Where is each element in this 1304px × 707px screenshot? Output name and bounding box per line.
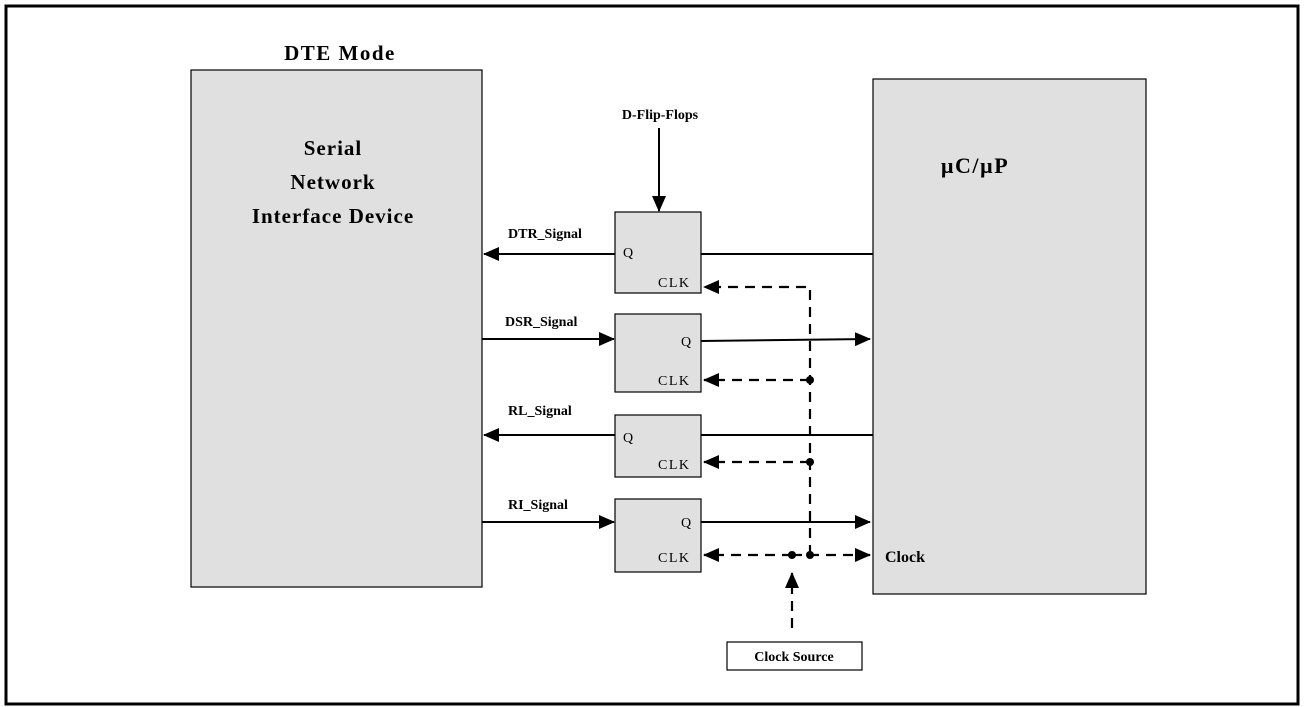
ff-ri-q: Q bbox=[681, 516, 691, 531]
diagram-title: DTE Mode bbox=[284, 41, 396, 65]
device-right-label: µC/µP bbox=[941, 153, 1009, 178]
rl-signal-label: RL_Signal bbox=[508, 404, 572, 419]
flip-flops-label: D-Flip-Flops bbox=[622, 108, 699, 123]
dsr-arrow-to-mcu bbox=[700, 332, 871, 347]
clock-label: Clock bbox=[885, 549, 925, 566]
clock-source-box bbox=[726, 641, 863, 671]
flip-flop-ri: Q CLK bbox=[614, 498, 702, 573]
dtr-signal-label: DTR_Signal bbox=[508, 227, 582, 242]
ri-signal-label: RI_Signal bbox=[508, 498, 568, 513]
ff-dtr-q: Q bbox=[623, 246, 633, 261]
outer-frame bbox=[4, 4, 1300, 706]
clock-source-label: Clock Source bbox=[754, 650, 833, 665]
device-left-line2: Network bbox=[290, 170, 375, 194]
ff-dtr-clk: CLK bbox=[658, 276, 691, 291]
ff-rl-q: Q bbox=[623, 431, 633, 446]
device-left-line3: Interface Device bbox=[252, 204, 414, 228]
ff-ri-clk: CLK bbox=[658, 551, 691, 566]
junction-dot bbox=[806, 376, 814, 384]
serial-network-device-block bbox=[190, 69, 483, 588]
ff-dsr-q: Q bbox=[681, 335, 691, 350]
junction-dot bbox=[806, 458, 814, 466]
flip-flop-dsr: Q CLK bbox=[614, 313, 702, 393]
junction-dot bbox=[788, 551, 796, 559]
device-left-line1: Serial bbox=[304, 136, 363, 160]
clock-distribution bbox=[703, 280, 871, 628]
flip-flop-rl: Q CLK bbox=[614, 414, 702, 478]
ff-rl-clk: CLK bbox=[658, 458, 691, 473]
junction-dot bbox=[806, 551, 814, 559]
microcontroller-block bbox=[872, 78, 1147, 595]
flip-flop-dtr: Q CLK bbox=[614, 211, 702, 294]
dsr-signal-label: DSR_Signal bbox=[505, 315, 577, 330]
ff-dsr-clk: CLK bbox=[658, 374, 691, 389]
